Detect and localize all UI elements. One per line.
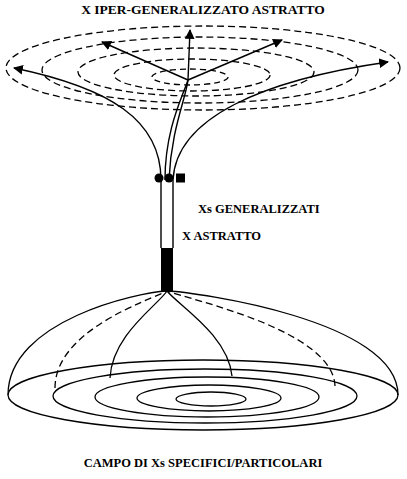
- dome-arc: [55, 291, 167, 388]
- stem-line: [160, 180, 161, 248]
- square-mark: [176, 174, 185, 183]
- funnel-lines: [14, 30, 388, 248]
- arrow-line: [102, 42, 188, 80]
- arrow-line: [188, 30, 190, 80]
- funnel-curve: [165, 80, 188, 180]
- level-label: X ASTRATTO: [182, 230, 261, 244]
- dashed-ellipse: [114, 59, 270, 91]
- arrow-curve: [173, 62, 388, 180]
- stem-line: [172, 180, 173, 248]
- dashed-ellipse: [152, 69, 228, 85]
- field-ellipse: [8, 360, 398, 430]
- dome-arc: [167, 291, 398, 395]
- dashed-ellipse: [6, 26, 400, 110]
- dome-arc: [110, 291, 167, 378]
- abstract-bar: [161, 248, 173, 291]
- level-label: Xs GENERALIZZATI: [198, 203, 320, 217]
- field-ellipse: [53, 369, 357, 423]
- field-ellipse: [137, 385, 281, 411]
- dome-arc: [167, 291, 232, 376]
- field-label: CAMPO DI Xs SPECIFICI/PARTICOLARI: [84, 457, 323, 471]
- arrow-line: [188, 40, 282, 80]
- field-ellipse: [95, 377, 319, 417]
- generalized-marks: [155, 174, 186, 292]
- dashed-ellipse: [42, 37, 358, 103]
- arrow-curve: [14, 68, 161, 180]
- heading-label: X IPER-GENERALIZZATO ASTRATTO: [81, 3, 325, 18]
- field-dome: [8, 291, 398, 430]
- dot-mark: [155, 174, 164, 183]
- abstract-ellipses: [6, 26, 400, 110]
- field-ellipse: [176, 392, 246, 406]
- dashed-ellipse: [78, 48, 314, 96]
- dot-mark: [165, 174, 174, 183]
- funnel-curve: [169, 80, 188, 180]
- dome-arc: [167, 291, 335, 386]
